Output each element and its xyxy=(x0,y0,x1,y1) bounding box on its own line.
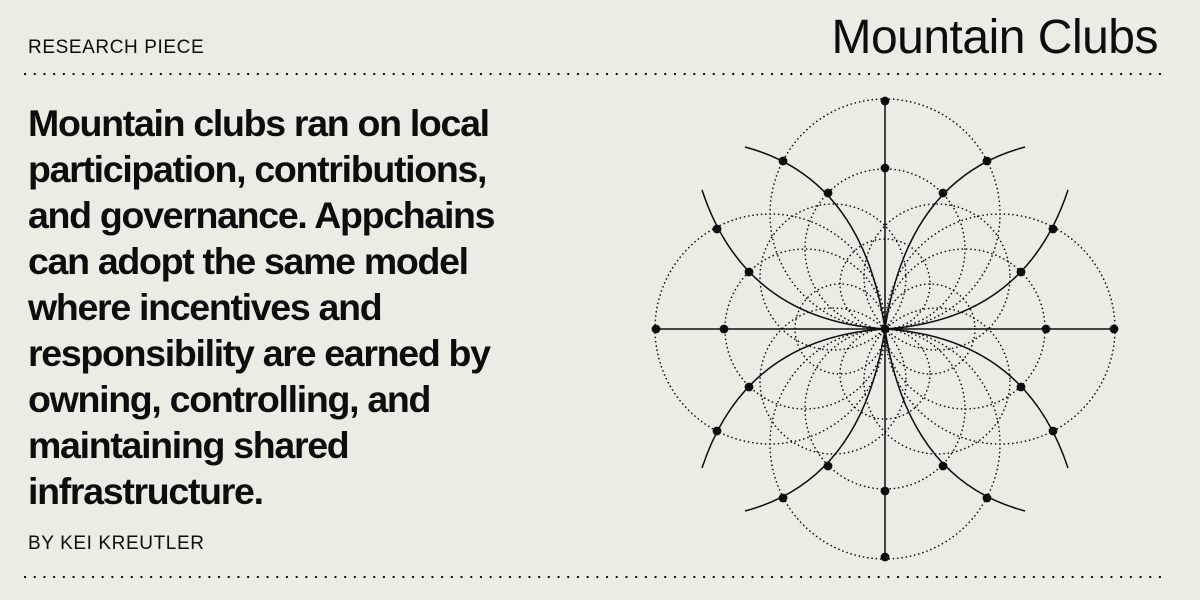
diagram-node-dot xyxy=(712,224,722,234)
diagram-node-dot xyxy=(880,486,890,496)
section-kicker: RESEARCH PIECE xyxy=(28,37,205,58)
diagram-node-dot xyxy=(744,382,754,392)
bottom-divider xyxy=(24,575,1170,579)
curved-spoke-line xyxy=(884,189,1069,330)
diagram-node-dot xyxy=(823,461,833,471)
diagram-node-dot xyxy=(880,96,890,106)
dotted-circle-diagonal xyxy=(759,203,907,351)
diagram-node-dot xyxy=(712,426,722,436)
page-title: Mountain Clubs xyxy=(831,11,1158,64)
diagram-node-dot xyxy=(938,461,948,471)
dotted-circle-core xyxy=(839,238,931,330)
dotted-circle-diagonal xyxy=(759,307,907,455)
diagram-node-dot xyxy=(719,324,729,334)
diagram-node-dot xyxy=(1048,224,1058,234)
dotted-circle-diagonal xyxy=(863,203,1011,351)
diagram-node-dot xyxy=(651,324,661,334)
diagram-node-dot xyxy=(1048,426,1058,436)
dotted-circle-diagonal xyxy=(863,307,1011,455)
diagram-node-dot xyxy=(982,493,992,503)
curved-spoke-line xyxy=(744,146,886,330)
curved-spoke-line xyxy=(884,146,1026,330)
dotted-circles-radial-diagram-icon xyxy=(651,96,1119,562)
diagram-node-dot xyxy=(1016,267,1026,277)
diagram-node-dot xyxy=(1109,324,1119,334)
curved-spoke-line xyxy=(884,328,1026,512)
curved-spoke-line xyxy=(744,328,886,512)
article-abstract: Mountain clubs ran on local participatio… xyxy=(28,102,496,512)
diagram-node-dot xyxy=(938,188,948,198)
diagram-node-dot xyxy=(1016,382,1026,392)
diagram-node-dot xyxy=(880,324,890,334)
curved-spoke-line xyxy=(701,189,886,330)
diagram-node-dot xyxy=(778,156,788,166)
diagram-node-dot xyxy=(982,156,992,166)
diagram-node-dot xyxy=(823,188,833,198)
top-divider xyxy=(24,72,1170,76)
curved-spoke-line xyxy=(884,328,1069,469)
diagram-node-dot xyxy=(880,552,890,562)
diagram-node-dot xyxy=(880,163,890,173)
curved-spoke-line xyxy=(701,328,886,469)
diagram-node-dot xyxy=(1041,324,1051,334)
diagram-node-dot xyxy=(778,493,788,503)
diagram-node-dot xyxy=(744,267,754,277)
dotted-circle-core xyxy=(839,328,931,420)
author-byline: BY KEI KREUTLER xyxy=(28,533,205,554)
